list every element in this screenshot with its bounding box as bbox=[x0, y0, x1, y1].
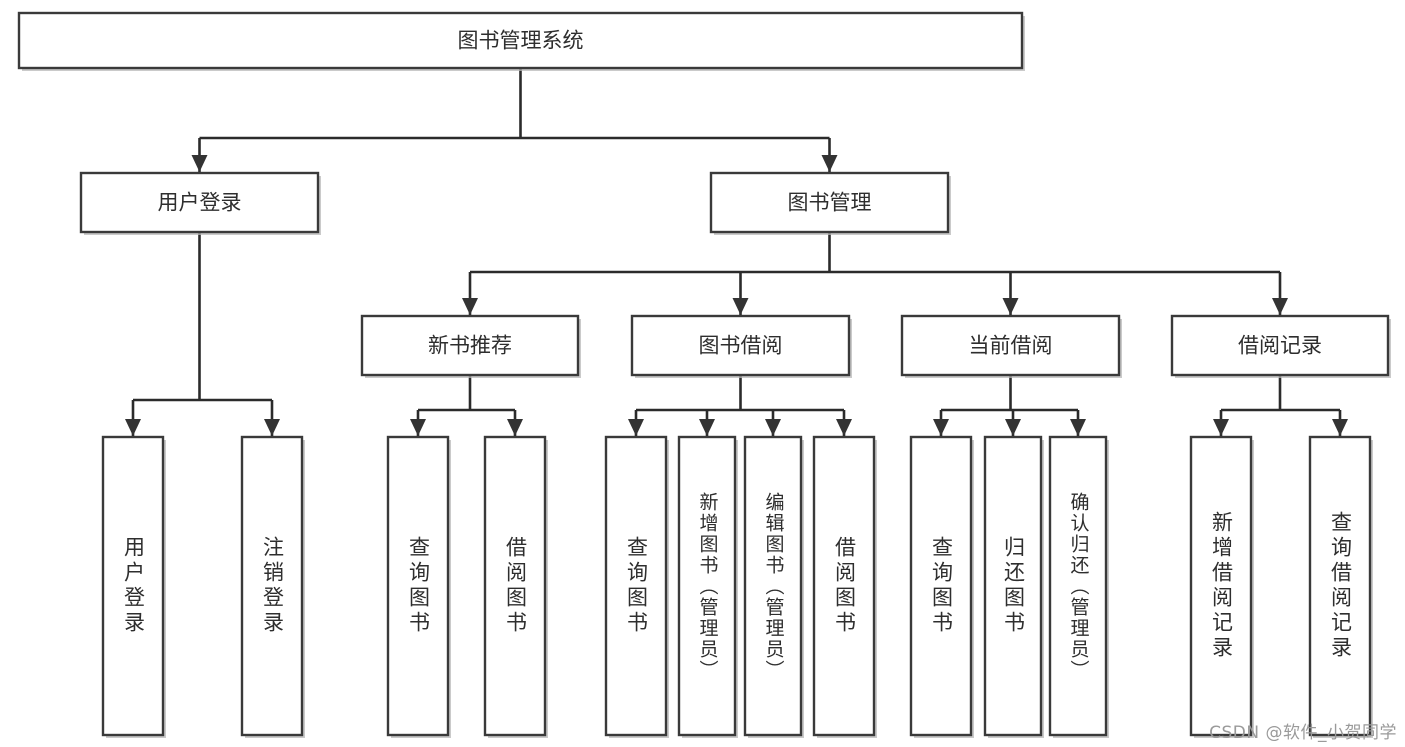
node-用户登录[interactable] bbox=[79, 171, 321, 235]
arrow-head-icon bbox=[507, 419, 523, 436]
arrow-head-icon bbox=[1005, 419, 1021, 436]
node-rect[interactable] bbox=[240, 435, 304, 737]
node-归还图书[interactable] bbox=[983, 435, 1044, 738]
arrow-head-icon bbox=[699, 419, 715, 436]
node-rect[interactable] bbox=[483, 435, 547, 737]
node-rect[interactable] bbox=[983, 435, 1043, 737]
arrow-head-icon bbox=[1272, 298, 1288, 315]
connector-layer bbox=[125, 68, 1348, 436]
node-rect[interactable] bbox=[812, 435, 876, 737]
node-label-图书管理: 图书管理 bbox=[788, 191, 872, 215]
node-注销登录[interactable] bbox=[240, 435, 305, 738]
node-查询图书[interactable] bbox=[386, 435, 451, 738]
arrow-head-icon bbox=[933, 419, 949, 436]
arrow-head-icon bbox=[1213, 419, 1229, 436]
node-rect[interactable] bbox=[101, 435, 165, 737]
arrow-head-icon bbox=[410, 419, 426, 436]
node-rect[interactable] bbox=[1048, 435, 1108, 737]
node-新增借阅记录[interactable] bbox=[1189, 435, 1254, 738]
node-当前借阅[interactable] bbox=[900, 314, 1122, 378]
node-查询图书[interactable] bbox=[604, 435, 669, 738]
node-rect[interactable] bbox=[709, 171, 950, 234]
node-图书管理[interactable] bbox=[709, 171, 951, 235]
node-新增图书管理员[interactable] bbox=[677, 435, 738, 738]
arrow-head-icon bbox=[462, 298, 478, 315]
arrow-head-icon bbox=[1002, 298, 1019, 315]
node-借阅图书[interactable] bbox=[483, 435, 548, 738]
node-rect[interactable] bbox=[909, 435, 973, 737]
node-rect[interactable] bbox=[386, 435, 450, 737]
node-label-借阅记录: 借阅记录 bbox=[1238, 334, 1322, 358]
node-label-新书推荐: 新书推荐 bbox=[428, 334, 512, 358]
node-label-图书管理系统: 图书管理系统 bbox=[458, 29, 584, 53]
node-rect[interactable] bbox=[900, 314, 1121, 377]
node-确认归还管理员[interactable] bbox=[1048, 435, 1109, 738]
arrow-head-icon bbox=[836, 419, 852, 436]
arrow-head-icon bbox=[191, 155, 208, 172]
node-box-layer bbox=[17, 11, 1391, 738]
node-rect[interactable] bbox=[604, 435, 668, 737]
node-rect[interactable] bbox=[743, 435, 803, 737]
arrow-head-icon bbox=[264, 419, 280, 436]
node-label-图书借阅: 图书借阅 bbox=[699, 334, 783, 358]
node-用户登录[interactable] bbox=[101, 435, 166, 738]
node-label-当前借阅: 当前借阅 bbox=[969, 334, 1053, 358]
node-rect[interactable] bbox=[79, 171, 320, 234]
node-借阅图书[interactable] bbox=[812, 435, 877, 738]
watermark-text: CSDN @软件_小贺同学 bbox=[1209, 723, 1397, 743]
arrow-head-icon bbox=[1332, 419, 1348, 436]
arrow-head-icon bbox=[125, 419, 141, 436]
node-查询图书[interactable] bbox=[909, 435, 974, 738]
node-查询借阅记录[interactable] bbox=[1308, 435, 1373, 738]
arrow-head-icon bbox=[628, 419, 644, 436]
node-label-用户登录: 用户登录 bbox=[158, 191, 242, 215]
node-图书借阅[interactable] bbox=[630, 314, 852, 378]
arrow-head-icon bbox=[1070, 419, 1086, 436]
node-rect[interactable] bbox=[360, 314, 580, 377]
node-新书推荐[interactable] bbox=[360, 314, 581, 378]
node-rect[interactable] bbox=[1308, 435, 1372, 737]
node-rect[interactable] bbox=[1170, 314, 1390, 377]
node-借阅记录[interactable] bbox=[1170, 314, 1391, 378]
node-rect[interactable] bbox=[630, 314, 851, 377]
node-编辑图书管理员[interactable] bbox=[743, 435, 804, 738]
arrow-head-icon bbox=[765, 419, 781, 436]
node-rect[interactable] bbox=[1189, 435, 1253, 737]
node-图书管理系统[interactable] bbox=[17, 11, 1025, 71]
node-rect[interactable] bbox=[677, 435, 737, 737]
arrow-head-icon bbox=[821, 155, 838, 172]
arrow-head-icon bbox=[732, 298, 749, 315]
node-rect[interactable] bbox=[17, 11, 1024, 70]
